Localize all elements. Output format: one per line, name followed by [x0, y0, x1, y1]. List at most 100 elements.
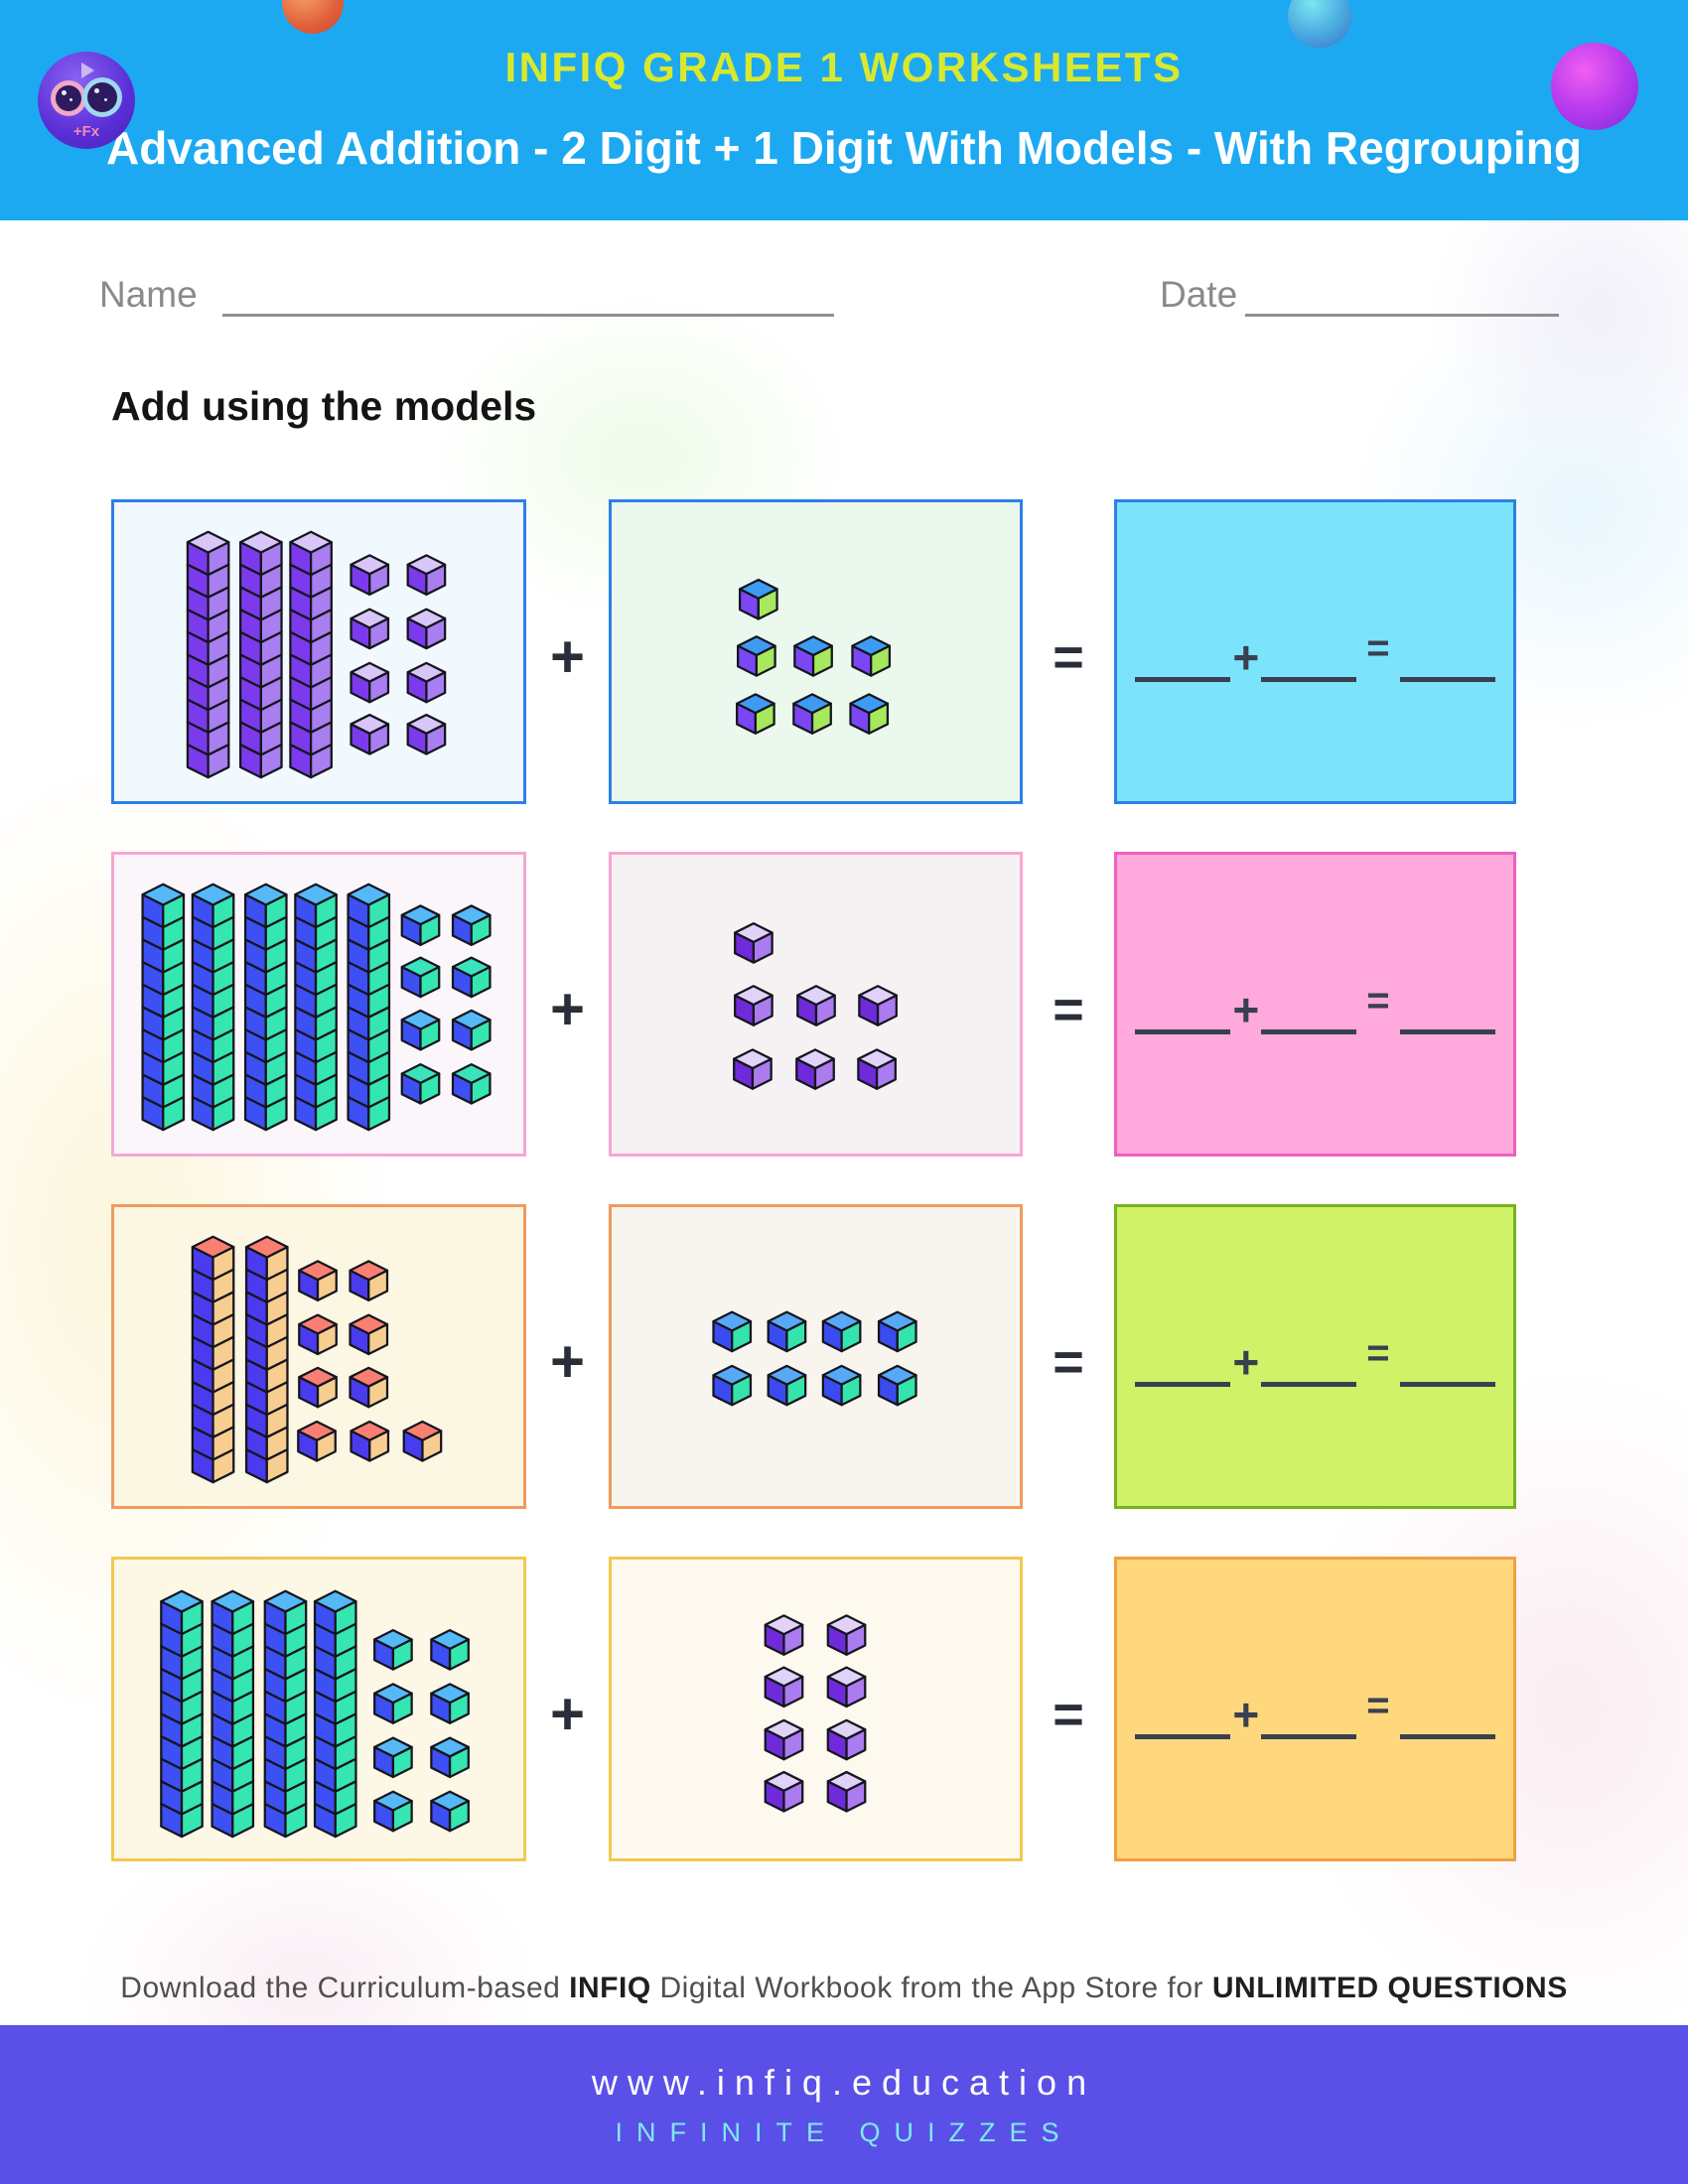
date-input-line[interactable]: [1245, 314, 1559, 317]
answer-equals-sign: =: [1366, 979, 1390, 1023]
problem-row: +=+=: [111, 852, 1516, 1157]
ones-model: [736, 578, 892, 735]
ones-cube: [734, 922, 774, 964]
ones-cube: [849, 693, 890, 735]
ones-cube: [400, 1009, 441, 1051]
ones-cube: [430, 1683, 470, 1724]
instruction-heading: Add using the models: [111, 383, 537, 429]
ones-cube: [350, 713, 390, 755]
ones-cube: [792, 693, 832, 735]
ones-cube: [430, 1736, 470, 1779]
ones-cube: [373, 1683, 413, 1724]
ones-cube: [826, 1614, 867, 1656]
ones-cube: [430, 1790, 470, 1833]
plus-operator: +: [549, 976, 586, 1042]
answer-equals-sign: =: [1366, 1684, 1390, 1727]
model-box-second-addend: [609, 1204, 1023, 1509]
logo-eye-pink: [51, 80, 86, 116]
ones-cube: [734, 985, 774, 1026]
ones-cube: [826, 1718, 867, 1761]
answer-blank-second-addend[interactable]: [1261, 1002, 1357, 1034]
answer-equals-sign: =: [1366, 1331, 1390, 1375]
logo-fx-label: +Fx: [72, 123, 100, 140]
plus-operator: +: [549, 1328, 586, 1395]
ones-cube: [402, 1420, 443, 1462]
promo-text: Download the Curriculum-based INFIQ Digi…: [0, 1972, 1688, 2005]
answer-blank-first-addend[interactable]: [1135, 1002, 1231, 1034]
answer-blank-second-addend[interactable]: [1261, 649, 1357, 682]
equals-operator: =: [1053, 1331, 1084, 1392]
tens-rod: [244, 1235, 289, 1484]
ones-cube: [767, 1310, 807, 1353]
ones-cube: [350, 554, 390, 596]
model-box-second-addend: [609, 499, 1023, 804]
model-box-first-addend: [111, 499, 526, 804]
ones-cube: [400, 956, 441, 999]
plus-operator: +: [549, 1681, 586, 1747]
tens-rod: [313, 1589, 357, 1839]
answer-blank-first-addend[interactable]: [1135, 1706, 1231, 1739]
problem-row: +=+=: [111, 499, 1516, 804]
answer-box: +=: [1114, 1557, 1516, 1861]
ones-cube: [350, 661, 390, 704]
base-ten-model: [186, 530, 447, 779]
tens-rod: [186, 530, 230, 779]
model-box-second-addend: [609, 1557, 1023, 1861]
ones-cube: [821, 1364, 862, 1407]
answer-blank-sum[interactable]: [1399, 649, 1495, 682]
ones-cube: [793, 635, 833, 677]
date-label: Date: [1160, 274, 1238, 315]
equals-operator: =: [1053, 979, 1084, 1039]
problem-row: +=+=: [111, 1557, 1516, 1861]
worksheet-title: Advanced Addition - 2 Digit + 1 Digit Wi…: [105, 122, 1582, 174]
ones-cube: [736, 693, 775, 735]
promo-part: Digital Workbook from the App Store for: [650, 1972, 1212, 2004]
name-input-line[interactable]: [222, 314, 834, 317]
ones-cube: [400, 904, 441, 947]
answer-blank-second-addend[interactable]: [1261, 1706, 1357, 1739]
ones-cube: [297, 1420, 337, 1462]
decor-sphere-cyan: [1288, 0, 1351, 48]
answer-blank-sum[interactable]: [1399, 1002, 1495, 1034]
ones-cube: [350, 608, 390, 650]
answer-box: +=: [1114, 499, 1516, 804]
ones-cube: [349, 1260, 389, 1301]
ones-cube: [877, 1310, 917, 1353]
decor-sphere-purple: [1551, 43, 1638, 130]
tens-rod: [211, 1589, 255, 1839]
name-label: Name: [99, 274, 198, 315]
model-box-first-addend: [111, 1557, 526, 1861]
answer-plus-sign: +: [1232, 631, 1260, 683]
base-ten-model: [191, 1235, 443, 1484]
ones-cube: [826, 1770, 867, 1813]
ones-cube: [430, 1629, 470, 1671]
ones-cube: [406, 608, 447, 650]
ones-cube: [737, 635, 776, 677]
answer-equals-sign: =: [1366, 626, 1390, 670]
answer-blank-sum[interactable]: [1399, 1706, 1495, 1739]
ones-cube: [764, 1770, 804, 1813]
tens-rod: [243, 883, 288, 1132]
promo-brand: INFIQ: [569, 1972, 651, 2004]
model-box-second-addend: [609, 852, 1023, 1157]
answer-blank-first-addend[interactable]: [1135, 1354, 1231, 1387]
tagline: INFINITE QUIZZES: [615, 2116, 1073, 2147]
ones-cube: [406, 661, 447, 704]
tens-rod: [263, 1589, 308, 1839]
promo-highlight: UNLIMITED QUESTIONS: [1211, 1972, 1568, 2004]
ones-cube: [764, 1666, 804, 1708]
ones-cube: [857, 1048, 897, 1090]
answer-box: +=: [1114, 852, 1516, 1157]
tens-rod: [160, 1589, 204, 1839]
answer-plus-sign: +: [1232, 1689, 1260, 1740]
answer-blank-first-addend[interactable]: [1135, 649, 1231, 682]
header: INFIQ GRADE 1 WORKSHEETS Advanced Additi…: [0, 0, 1688, 220]
ones-cube: [712, 1364, 753, 1407]
answer-blank-second-addend[interactable]: [1261, 1354, 1357, 1387]
answer-blank-sum[interactable]: [1399, 1354, 1495, 1387]
base-ten-model: [141, 883, 492, 1132]
ones-cube: [858, 985, 898, 1026]
ones-cube: [373, 1790, 413, 1833]
equals-operator: =: [1053, 1684, 1084, 1744]
website-link[interactable]: www.infiq.education: [591, 2061, 1097, 2103]
